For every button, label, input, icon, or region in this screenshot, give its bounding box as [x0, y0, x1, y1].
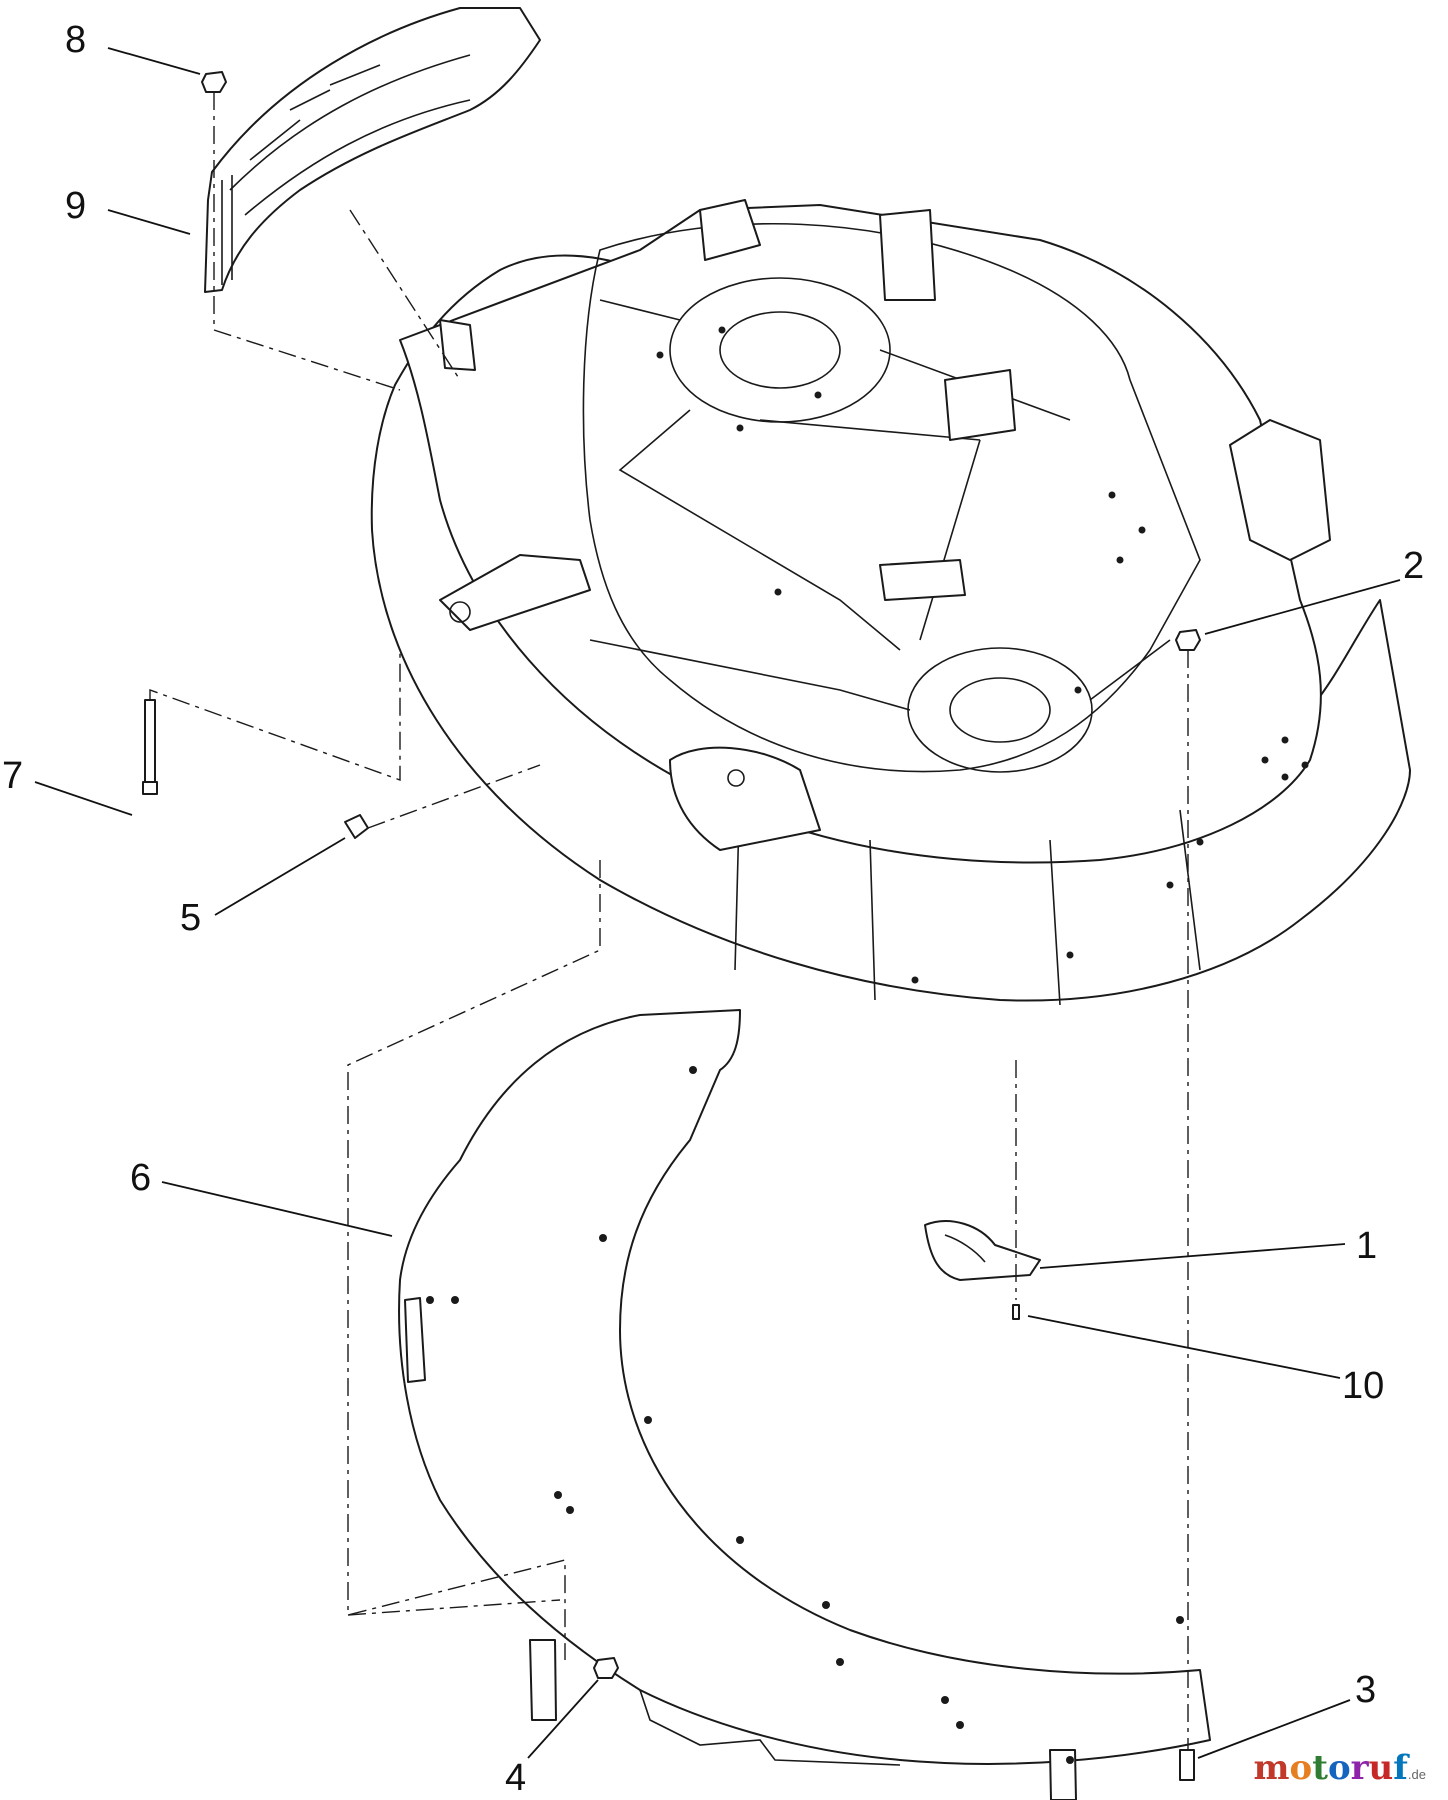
watermark-letter: o: [1289, 1748, 1313, 1788]
callout-1: 1: [1356, 1225, 1377, 1267]
callout-5: 5: [180, 897, 201, 939]
item-2-nut: [1175, 629, 1201, 651]
item-8-nut: [201, 71, 227, 93]
callout-6: 6: [130, 1157, 151, 1199]
item-3-bolt: [1179, 1749, 1195, 1781]
item-5-screw: [344, 814, 369, 839]
watermark-letter: t: [1312, 1748, 1328, 1788]
callout-8: 8: [65, 19, 86, 61]
clip-bracket: [924, 1220, 1041, 1281]
callout-2: 2: [1403, 545, 1424, 587]
item-10-pin: [1012, 1304, 1020, 1320]
callout-4: 4: [505, 1757, 526, 1799]
watermark-letter: u: [1368, 1748, 1394, 1788]
callout-7: 7: [2, 755, 23, 797]
watermark-letter: m: [1253, 1748, 1290, 1788]
mower-deck-housing: [370, 199, 1411, 1006]
watermark-letter: f: [1393, 1748, 1408, 1788]
watermark-letter: r: [1350, 1748, 1369, 1788]
callout-labels: 8 9 2 7 5 6 1 10 3 4: [2, 19, 1424, 1799]
discharge-chute-guard: [204, 7, 541, 293]
assembly-centerlines: [149, 92, 1189, 1750]
leader-lines: [34, 47, 1401, 1759]
item-7-bolt-head: [142, 781, 158, 795]
callout-10: 10: [1342, 1365, 1384, 1407]
callout-9: 9: [65, 185, 86, 227]
item-7-bolt-shank: [144, 699, 156, 783]
watermark-suffix: .de: [1407, 1767, 1426, 1782]
watermark-logo: motoruf.de: [1254, 1748, 1426, 1788]
callout-3: 3: [1355, 1669, 1376, 1711]
item-4-nut: [593, 1657, 619, 1679]
deck-baffle: [398, 1009, 1211, 1800]
watermark-letter: o: [1327, 1748, 1351, 1788]
